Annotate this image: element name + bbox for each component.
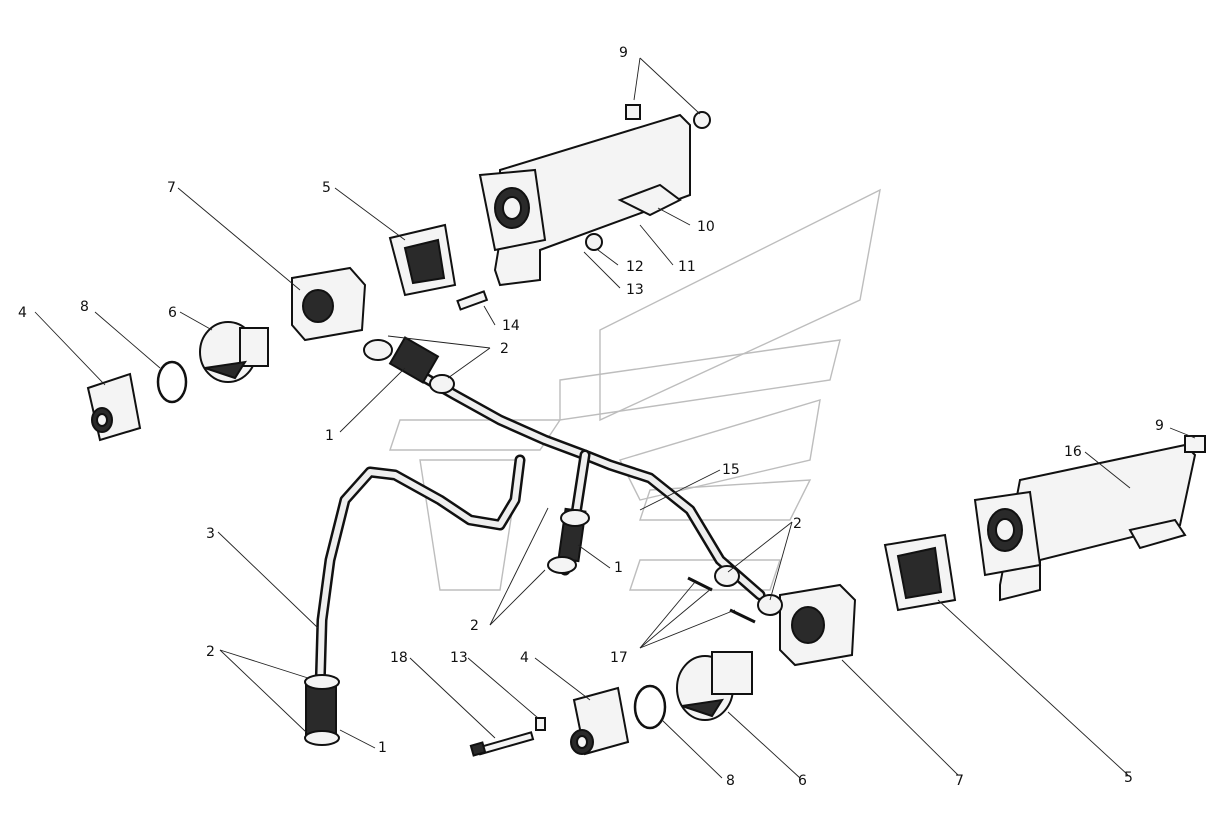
gasket-upper — [388, 223, 457, 297]
callout-2-left: 2 — [206, 644, 215, 660]
cover-left — [86, 372, 142, 442]
callout-1-bottom: 1 — [378, 740, 387, 756]
callout-5-upper: 5 — [322, 180, 331, 196]
callout-13-upper: 13 — [626, 282, 644, 298]
callout-1-upper: 1 — [325, 428, 334, 444]
thermostat-housing-right — [779, 583, 857, 667]
callout-16: 16 — [1064, 444, 1082, 460]
callout-9-upper: 9 — [619, 45, 628, 61]
callout-15: 15 — [722, 462, 740, 478]
watermark — [389, 188, 881, 591]
callout-3: 3 — [206, 526, 215, 542]
callout-8-left: 8 — [80, 299, 89, 315]
callout-6-left: 6 — [168, 305, 177, 321]
callout-9-right: 9 — [1155, 418, 1164, 434]
thermostat-left — [199, 321, 269, 383]
callout-18: 18 — [390, 650, 408, 666]
clamp-upper-1 — [363, 339, 393, 361]
hose-right — [714, 565, 783, 616]
cover-right — [570, 686, 630, 756]
bolt-18 — [469, 731, 535, 757]
callout-12: 12 — [626, 259, 644, 275]
callout-8-right: 8 — [726, 773, 735, 789]
thermostat-right — [676, 651, 753, 721]
callout-labels: 9 10 11 12 13 14 5 7 4 8 6 2 1 3 2 1 2 1… — [18, 45, 1164, 789]
hose-upper — [388, 336, 440, 384]
callout-13-lower: 13 — [450, 650, 468, 666]
nut-12 — [585, 233, 603, 251]
callout-2-upper: 2 — [500, 341, 509, 357]
lower-manifold — [973, 435, 1206, 602]
callout-4-right: 4 — [520, 650, 529, 666]
callout-7-upper: 7 — [167, 180, 176, 196]
callout-7-right: 7 — [955, 773, 964, 789]
callout-10: 10 — [697, 219, 715, 235]
callout-1-middle: 1 — [614, 560, 623, 576]
callout-4-left: 4 — [18, 305, 27, 321]
leader-lines — [34, 57, 1196, 779]
callout-5-lower: 5 — [1124, 770, 1133, 786]
callout-14: 14 — [502, 318, 520, 334]
thermostat-housing-left — [291, 266, 367, 342]
stud-14 — [456, 290, 489, 311]
upper-manifold — [478, 104, 711, 287]
callout-2-right: 2 — [793, 516, 802, 532]
nut-13-lower — [535, 717, 546, 731]
studs-17 — [687, 576, 756, 624]
callout-11: 11 — [678, 259, 696, 275]
hose-middle — [547, 507, 590, 574]
callout-6-right: 6 — [798, 773, 807, 789]
clamp-upper-2 — [429, 374, 455, 394]
hose-bottom — [304, 674, 340, 746]
callout-2-middle: 2 — [470, 618, 479, 634]
callout-17: 17 — [610, 650, 628, 666]
seal-ring-left — [156, 360, 188, 404]
seal-ring-right — [633, 684, 667, 730]
gasket-lower — [883, 533, 957, 612]
